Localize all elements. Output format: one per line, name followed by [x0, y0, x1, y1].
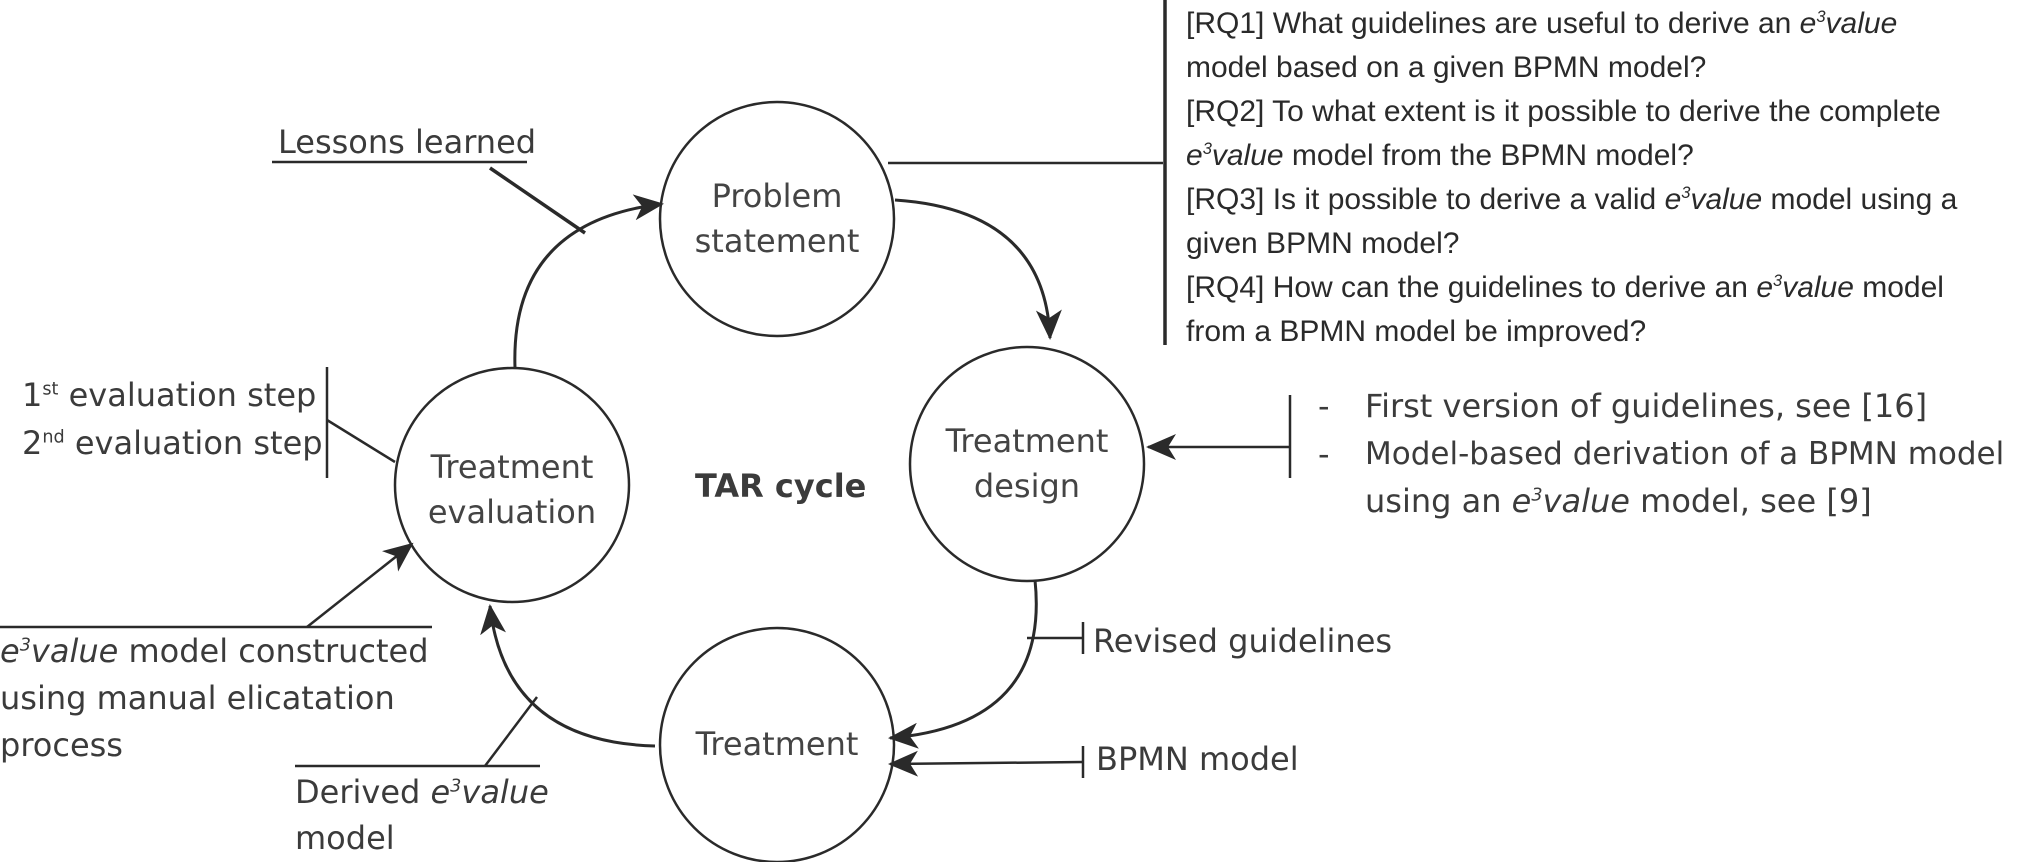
rq-line-4: e3value model from the BPMN model? [1186, 139, 1694, 172]
design-bullet-2: - [1318, 435, 1330, 473]
evaluation-step-2: 2nd evaluation step [22, 424, 323, 462]
lessons-learned-label: Lessons learned [278, 123, 537, 161]
derived-model-connector [484, 696, 538, 767]
treatment-evaluation-label: Treatment evaluation [395, 445, 629, 535]
tar-cycle-title: TAR cycle [695, 467, 867, 505]
bpmn-model-arrow [888, 750, 1084, 777]
rq-line-5: [RQ3] Is it possible to derive a valid e… [1186, 183, 1958, 216]
design-input-item2-line2: using an e3value model, see [9] [1365, 482, 1872, 520]
rq-line-6: given BPMN model? [1186, 227, 1460, 260]
design-input-item1: First version of guidelines, see [16] [1365, 387, 1928, 425]
arrow-design-to-treatment [888, 579, 1038, 749]
evaluation-steps-connector [326, 418, 396, 464]
arrow-evaluation-to-problem [513, 194, 664, 369]
design-line1: Treatment [945, 422, 1109, 460]
treatment-line1: Treatment [695, 725, 859, 763]
arrow-problem-to-design [894, 198, 1062, 340]
rq-line-8: from a BPMN model be improved? [1186, 315, 1647, 348]
derived-model-line2: model [295, 819, 395, 857]
lessons-connector [489, 166, 586, 235]
design-line2: design [973, 467, 1081, 505]
treatment-evaluation-node [393, 366, 631, 604]
revised-guidelines-label: Revised guidelines [1093, 622, 1393, 660]
design-input-item2-line1: Model-based derivation of a BPMN model [1365, 436, 2005, 472]
manual-model-line3: process [0, 726, 123, 764]
problem-line1: Problem [711, 177, 843, 215]
arrow-treatment-to-evaluation [480, 604, 656, 748]
rq-line-1: [RQ1] What guidelines are useful to deri… [1186, 7, 1898, 40]
rq-line-7: [RQ4] How can the guidelines to derive a… [1186, 271, 1944, 304]
evaluation-line2: evaluation [427, 493, 597, 531]
manual-model-line2: using manual elicatation [0, 679, 395, 717]
design-bullet-1: - [1318, 387, 1330, 425]
rq-line-3: [RQ2] To what extent is it possible to d… [1186, 95, 1941, 128]
treatment-design-node [908, 345, 1146, 583]
derived-model-line1: Derived e3value [295, 773, 549, 811]
manual-model-arrow [306, 542, 414, 628]
problem-line2: statement [694, 222, 860, 260]
treatment-label: Treatment [660, 722, 894, 767]
treatment-design-label: Treatment design [910, 419, 1144, 509]
problem-statement-label: Problem statement [660, 174, 894, 264]
bpmn-model-label: BPMN model [1096, 740, 1299, 778]
manual-model-line1: e3value model constructed [0, 632, 429, 670]
evaluation-line1: Treatment [430, 448, 594, 486]
evaluation-step-1: 1st evaluation step [22, 376, 317, 414]
rq-line-2: model based on a given BPMN model? [1186, 51, 1707, 84]
